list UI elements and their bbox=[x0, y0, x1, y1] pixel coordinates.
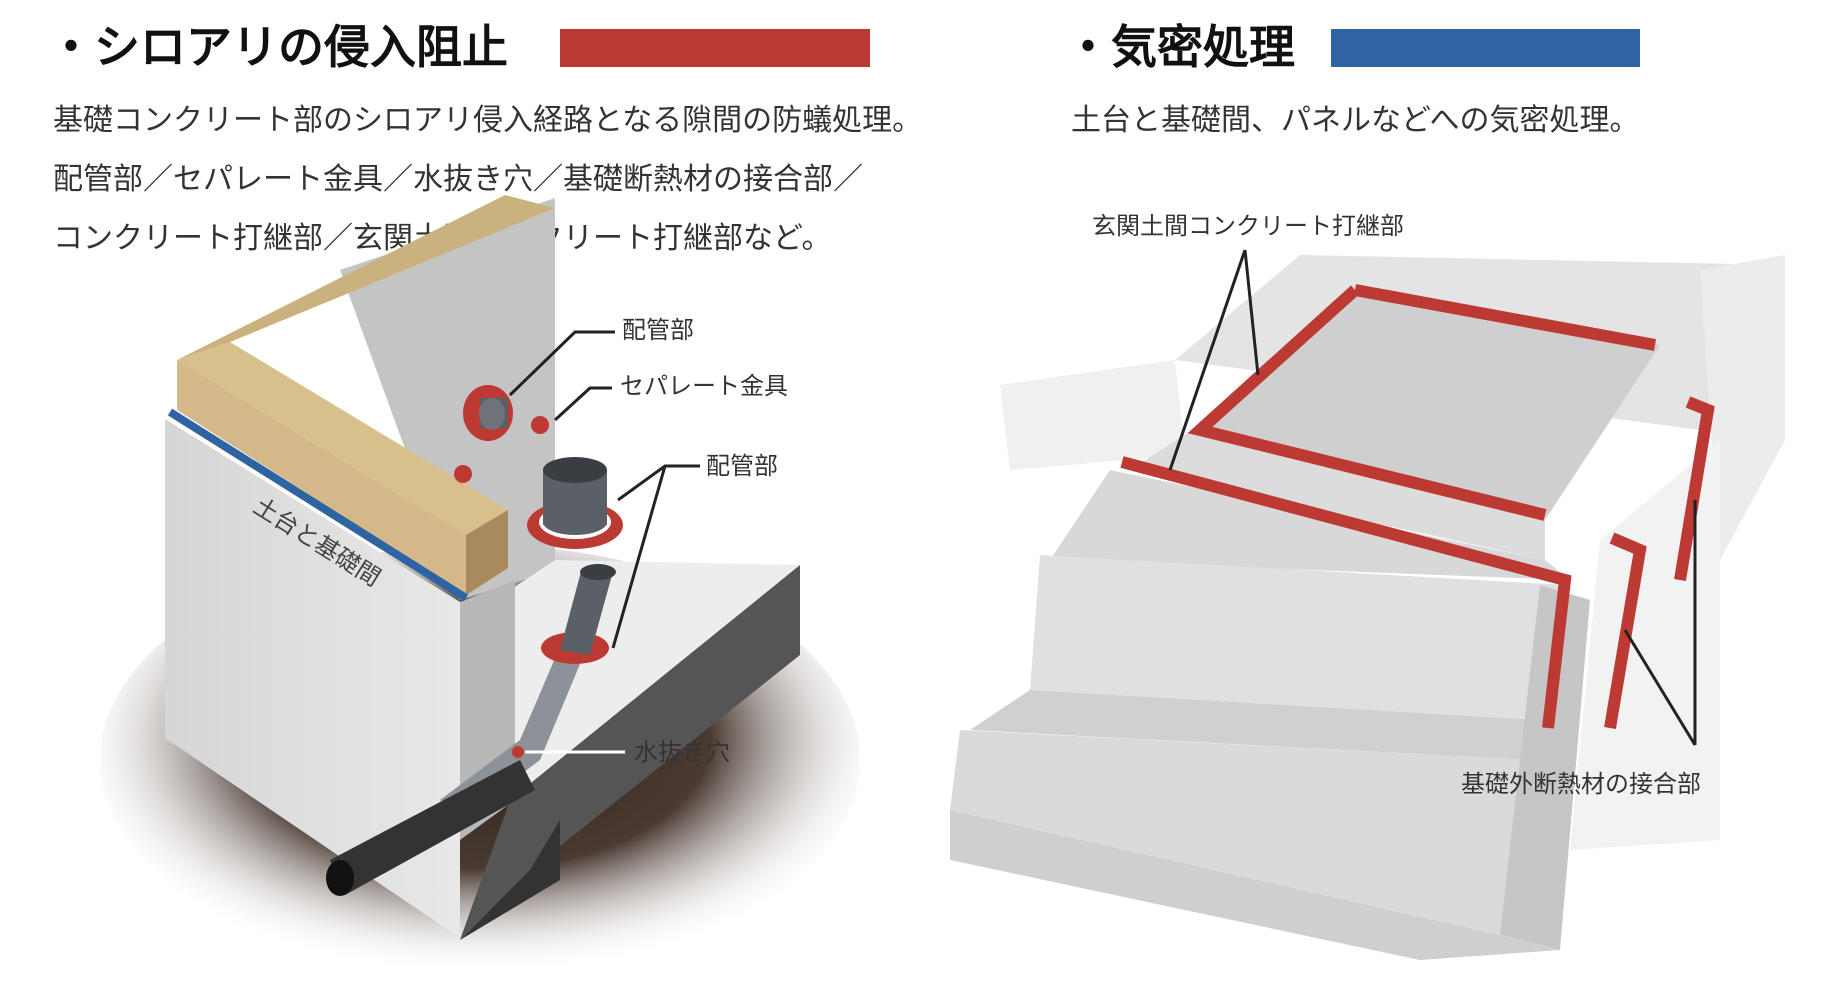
label-pipe-upper: 配管部 bbox=[622, 316, 694, 344]
entrance-illustration bbox=[950, 249, 1785, 960]
termite-title: ・シロアリの侵入阻止 bbox=[48, 20, 508, 74]
termite-description-line-1: 基礎コンクリート部のシロアリ侵入経路となる隙間の防蟻処理。 bbox=[53, 103, 923, 138]
airtight-title: ・気密処理 bbox=[1065, 20, 1295, 74]
label-entrance-joint: 玄関土間コンクリート打継部 bbox=[1092, 212, 1404, 240]
label-drain-hole: 水抜き穴 bbox=[634, 738, 730, 766]
sloped-pipe bbox=[541, 564, 616, 664]
upper-pipe bbox=[463, 385, 513, 441]
termite-color-bar bbox=[560, 29, 870, 67]
sill-seal-line bbox=[167, 408, 469, 602]
airtight-description: 土台と基礎間、パネルなどへの気密処理。 bbox=[1071, 103, 1640, 138]
drain-hole bbox=[512, 746, 524, 758]
separator-fitting-1 bbox=[531, 416, 549, 434]
label-insulation-joint: 基礎外断熱材の接合部 bbox=[1461, 770, 1701, 798]
vertical-pipe bbox=[527, 457, 623, 549]
termite-description-line-2: 配管部／セパレート金具／水抜き穴／基礎断熱材の接合部／ bbox=[53, 162, 863, 197]
airtight-color-bar bbox=[1331, 29, 1640, 67]
foundation-illustration bbox=[100, 195, 860, 975]
separator-fitting-2 bbox=[454, 465, 472, 483]
label-pipe-lower: 配管部 bbox=[706, 452, 778, 480]
label-separator-fitting: セパレート金具 bbox=[620, 372, 788, 400]
